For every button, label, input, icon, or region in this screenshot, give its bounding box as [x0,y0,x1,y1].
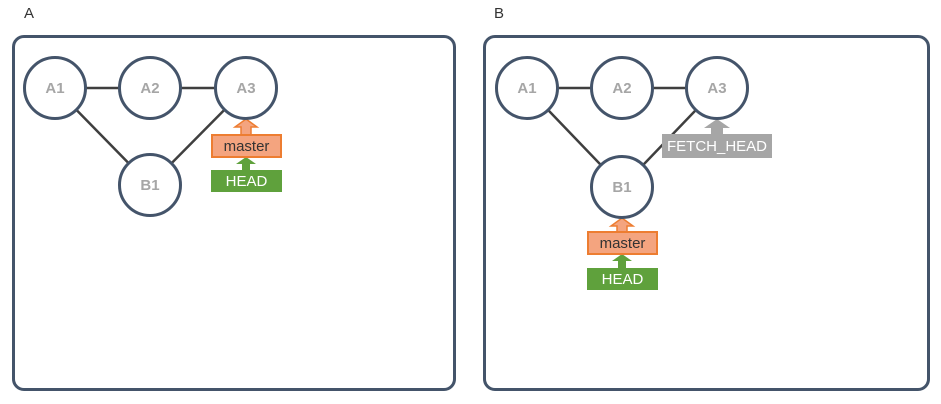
arrow-fetchhead-to-a3-icon [704,119,730,136]
commit-label: A2 [140,79,160,97]
panel-b-label: B [494,5,505,22]
commit-label: B1 [612,178,632,196]
commit-node-a2: A2 [118,56,182,120]
commit-node-b1: B1 [118,153,182,217]
commit-node-a3: A3 [685,56,749,120]
panel-a-label: A [24,5,35,22]
commit-label: B1 [140,176,160,194]
commit-node-b1: B1 [590,155,654,219]
commit-node-a2: A2 [590,56,654,120]
commit-label: A3 [707,79,727,97]
commit-label: A2 [612,79,632,97]
master-branch-label: master [211,134,282,158]
commit-label: A3 [236,79,256,97]
master-branch-label: master [587,231,658,255]
head-label: HEAD [211,170,282,192]
commit-label: A1 [45,79,65,97]
commit-label: A1 [517,79,537,97]
commit-node-a1: A1 [495,56,559,120]
commit-node-a1: A1 [23,56,87,120]
head-label: HEAD [587,268,658,290]
arrow-head-to-master-icon [236,157,256,172]
arrow-head-to-master-icon [612,254,632,270]
commit-node-a3: A3 [214,56,278,120]
fetch-head-label: FETCH_HEAD [662,134,772,158]
